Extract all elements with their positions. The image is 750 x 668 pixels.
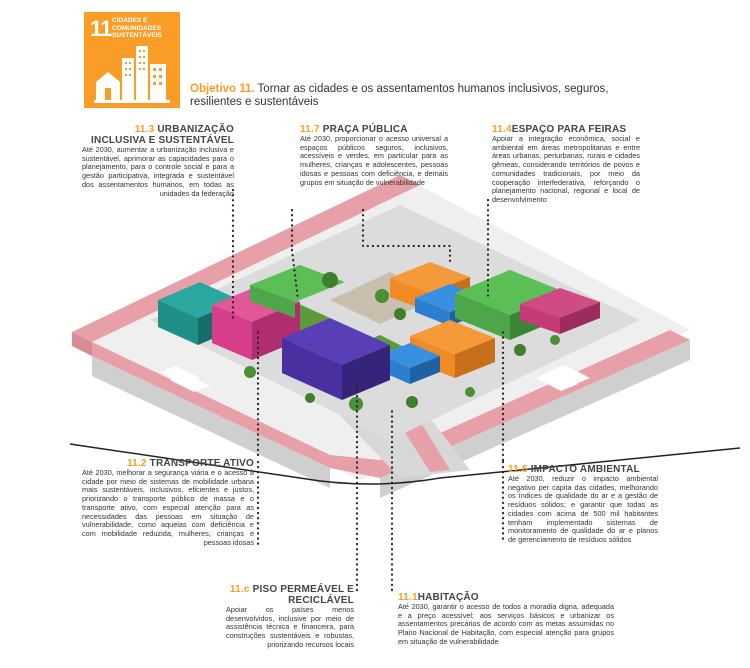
target-title: TRANSPORTE ATIVO: [149, 458, 254, 469]
frame-curve: [69, 443, 741, 485]
target-body: Até 2030, proporcionar o acesso universa…: [300, 134, 448, 187]
trees: [244, 272, 560, 411]
target-body: Até 2030, reduzir o impacto ambiental ne…: [508, 474, 658, 544]
target-11-2: 11.2 TRANSPORTE ATIVO Até 2030, melhorar…: [82, 458, 254, 547]
target-11-4: 11.4ESPAÇO PARA FEIRAS Apoiar a integraç…: [492, 124, 640, 205]
sdg-title: Cidades e comunidades sustentáveis: [112, 17, 162, 39]
target-11-7: 11.7 PRAÇA PÚBLICA Até 2030, proporciona…: [300, 124, 448, 187]
objective-text: Objetivo 11. Tornar as cidades e os asse…: [190, 83, 660, 109]
target-code: 11.c: [229, 584, 250, 595]
crosswalk-left: [160, 366, 210, 392]
target-title: ESPAÇO PARA FEIRAS: [511, 124, 627, 135]
target-title: PRAÇA PÚBLICA: [322, 124, 408, 135]
building-purple: [282, 318, 390, 400]
target-title: HABITAÇÃO: [417, 592, 479, 603]
objective-body: Tornar as cidades e os assentamentos hum…: [190, 83, 609, 108]
objective-lead: Objetivo 11.: [190, 83, 255, 95]
target-11-1: 11.1HABITAÇÃO Até 2030, garantir o acess…: [398, 592, 614, 647]
target-title: URBANIZAÇÃO INCLUSIVA E SUSTENTÁVEL: [91, 124, 234, 146]
target-body: Apoiar a integração econômica, social e …: [492, 134, 640, 204]
city-skyline-icon: [94, 46, 170, 103]
target-body: Até 2030, aumentar a urbanização inclusi…: [82, 145, 234, 198]
target-code: 11.3: [134, 124, 155, 135]
target-code: 11.1: [398, 592, 418, 603]
sdg-11-badge: 11 Cidades e comunidades sustentáveis: [84, 12, 180, 108]
crosswalk-right: [536, 365, 590, 391]
sidewalk-front-left: [92, 342, 330, 468]
target-11-6: 11.6 IMPACTO AMBIENTAL Até 2030, reduzir…: [508, 464, 658, 545]
target-code: 11.2: [126, 458, 147, 469]
target-body: Apoiar os países menos desenvolvidos, in…: [226, 605, 354, 649]
sdg-number: 11: [90, 16, 112, 41]
sidewalk-front-right: [380, 330, 690, 478]
road-left: [92, 356, 330, 488]
target-code: 11.6: [508, 464, 528, 475]
target-body: Até 2030, garantir o acesso de todos a m…: [398, 602, 614, 646]
building-magenta: [520, 288, 600, 334]
target-11-3: 11.3 URBANIZAÇÃO INCLUSIVA E SUSTENTÁVEL…: [82, 124, 234, 198]
target-code: 11.4: [492, 124, 512, 135]
target-body: Até 2030, melhorar a segurança viária e …: [82, 468, 254, 547]
target-code: 11.7: [300, 124, 320, 135]
target-title: IMPACTO AMBIENTAL: [530, 464, 640, 475]
building-green: [250, 265, 345, 318]
target-title: PISO PERMEÁVEL E RECICLÁVEL: [252, 584, 354, 606]
target-11-c: 11.c PISO PERMEÁVEL E RECICLÁVEL Apoiar …: [226, 584, 354, 650]
